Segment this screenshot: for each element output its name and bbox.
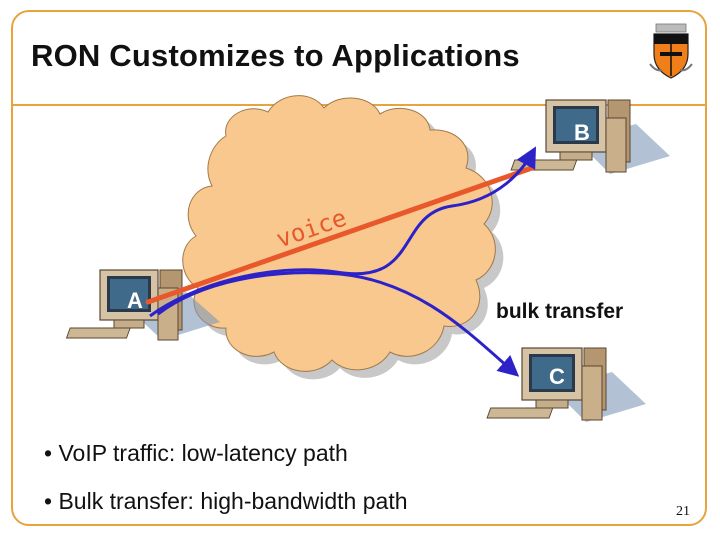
slide-title: RON Customizes to Applications (31, 38, 520, 73)
computer-b-icon (510, 99, 670, 174)
computer-a-icon (65, 269, 220, 341)
bulk-transfer-label: bulk transfer (496, 300, 623, 323)
node-a-label: A (127, 288, 143, 313)
bullet-item: • VoIP traffic: low-latency path (44, 440, 348, 466)
university-shield-icon (649, 23, 693, 79)
slide-frame (11, 10, 707, 526)
bulk-path-to-b (149, 146, 537, 318)
node-b-label: B (574, 120, 590, 145)
node-c-label: C (549, 364, 565, 389)
voice-path (145, 165, 535, 305)
slide-number: 21 (676, 504, 690, 519)
computer-c-icon (486, 347, 646, 422)
bullet-item: • Bulk transfer: high-bandwidth path (44, 488, 408, 514)
